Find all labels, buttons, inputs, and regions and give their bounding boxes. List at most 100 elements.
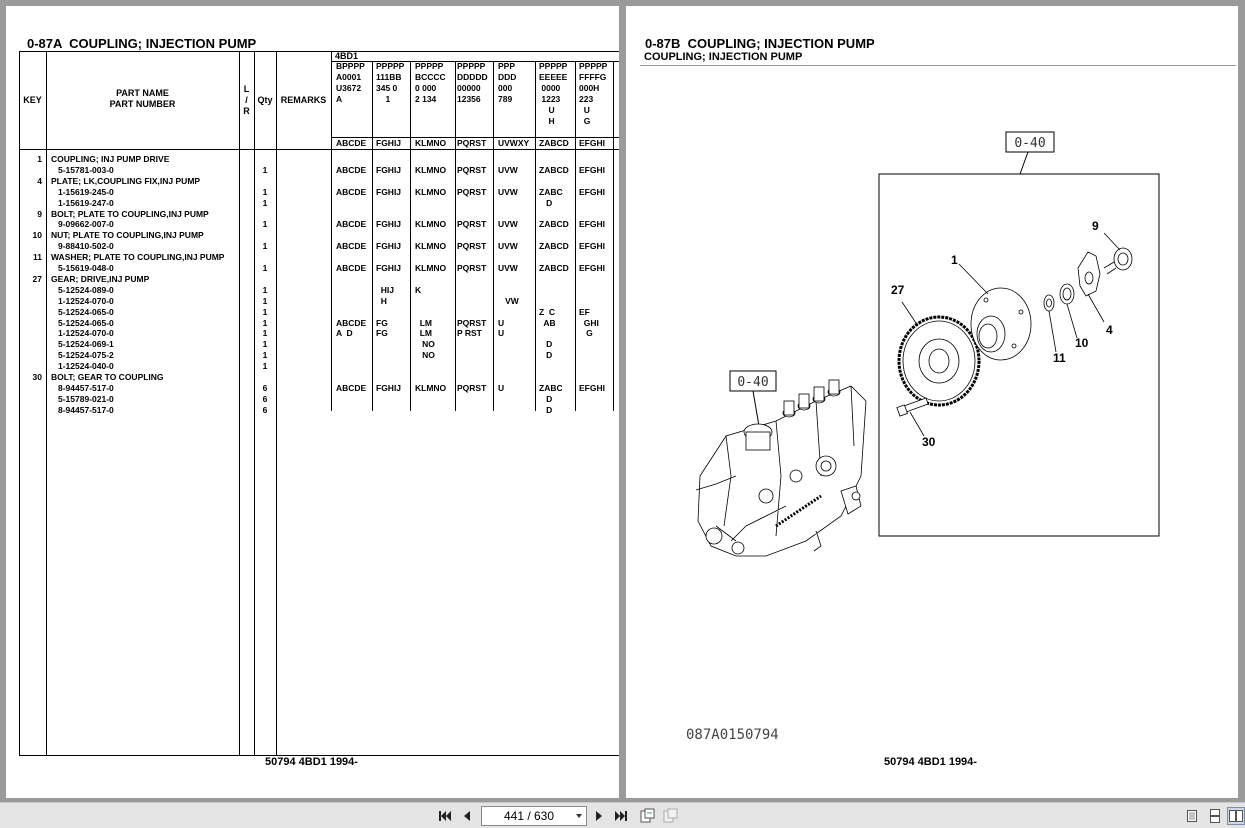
part-number: 5-15781-003-0 [58,164,114,175]
model-applicability: U [498,317,505,328]
part-number: 1-15619-245-0 [58,186,114,197]
model-applicability: ABCDE [336,219,367,230]
first-page-icon[interactable] [436,807,454,825]
model-applicability: ABCDE [336,241,367,252]
quantity: 1 [262,197,268,208]
model-applicability: KLMNO [415,382,447,393]
callout-30: 30 [922,435,936,449]
callout-4: 4 [1106,323,1113,337]
page-title: 0-87B COUPLING; INJECTION PUMP [645,36,875,51]
nut-10 [1059,283,1075,305]
model-applicability: UVW [498,219,518,230]
key-number: 9 [37,208,42,219]
single-page-icon[interactable] [1183,807,1201,825]
model-applicability: D [539,339,553,350]
model-col-header: PPPPP FFFFG 000H 223 U G [579,61,608,126]
fit-page-icon[interactable] [661,807,679,825]
lock-plate-4 [1077,251,1101,297]
model-applicability: ZABCD [539,263,569,273]
quantity: 1 [262,350,268,361]
part-name: PLATE; LK,COUPLING FIX,INJ PUMP [51,175,201,186]
model-applicability: ABCDE [336,317,367,328]
table-row-part: 1-15619-247-0 1 D [19,198,619,209]
model-applicability: GHI [579,317,599,328]
header-part-number: PART NUMBER [109,99,176,109]
model-applicability: UVW [498,241,518,252]
quantity: 6 [262,382,268,393]
callout-11: 11 [1053,351,1066,365]
model-applicability: A D [336,328,353,339]
part-name: NUT; PLATE TO COUPLING,INJ PUMP [51,230,204,241]
model-applicability: FGHIJ [376,263,402,273]
model-applicability: G [579,328,593,339]
next-page-icon[interactable] [590,807,608,825]
quantity: 1 [262,361,268,372]
svg-text:0-40: 0-40 [737,375,768,390]
model-applicability: PQRST [457,241,487,252]
model-applicability: ZABCD [539,219,569,230]
part-number: 8-94457-517-0 [58,404,114,415]
model-col-header: PPP DDD 000 789 [498,61,517,104]
model-applicability: PQRST [457,219,487,230]
model-applicability: ABCDE [336,164,367,175]
model-applicability: PQRST [457,186,487,197]
last-page-icon[interactable] [612,807,630,825]
model-col-header: PPPPP 111BB 345 0 1 [376,61,405,104]
prev-page-icon[interactable] [458,807,476,825]
model-applicability: ZABC [539,186,563,197]
model-applicability: EFGHI [579,219,605,230]
model-applicability: PQRST [457,382,487,393]
model-applicability: EFGHI [579,263,605,273]
model-code: FGHIJ [376,138,402,148]
bolt-30 [896,397,929,417]
model-applicability: FGHIJ [376,241,402,252]
part-number: 9-88410-502-0 [58,241,114,252]
model-applicability: D [539,197,553,208]
part-number: 5-15619-048-0 [58,263,114,273]
quantity: 1 [262,306,268,317]
part-number: 8-94457-517-0 [58,382,114,393]
model-col-header: PPPPP EEEEE 0000 1223 U H [539,61,568,126]
model-applicability: FG [376,317,388,328]
viewer-toolbar: 441 / 630 [0,802,1245,828]
header-lr-l: L [243,84,250,94]
page-number-select[interactable]: 441 / 630 [481,806,587,826]
continuous-icon[interactable] [1206,807,1224,825]
header-model: 4BD1 [335,51,359,61]
quantity: 6 [262,393,268,404]
model-applicability: KLMNO [415,263,447,273]
key-number: 1 [37,154,42,164]
part-number: 1-12524-040-0 [58,361,114,372]
part-name: BOLT; GEAR TO COUPLING [51,372,164,382]
quantity: 1 [262,219,268,230]
model-applicability: EF [579,306,590,317]
header-key: KEY [23,95,42,105]
quantity: 1 [262,339,268,350]
model-applicability: LM [415,328,432,339]
model-applicability: LM [415,317,432,328]
model-applicability: H [376,295,387,306]
quantity: 1 [262,186,268,197]
ref-label-top: 0-40 [1005,131,1055,175]
fit-width-icon[interactable] [638,807,656,825]
model-applicability: D [539,393,553,404]
model-applicability: PQRST [457,164,487,175]
part-number: 5-12524-065-0 [58,317,114,328]
parts-table: KEY PART NAME PART NUMBER L / R Qty REMA… [19,51,619,756]
two-page-icon[interactable] [1227,807,1245,825]
model-applicability: U [498,382,505,393]
model-code: ZABCD [539,138,569,148]
header-qty: Qty [257,95,273,105]
part-number: 1-15619-247-0 [58,197,114,208]
